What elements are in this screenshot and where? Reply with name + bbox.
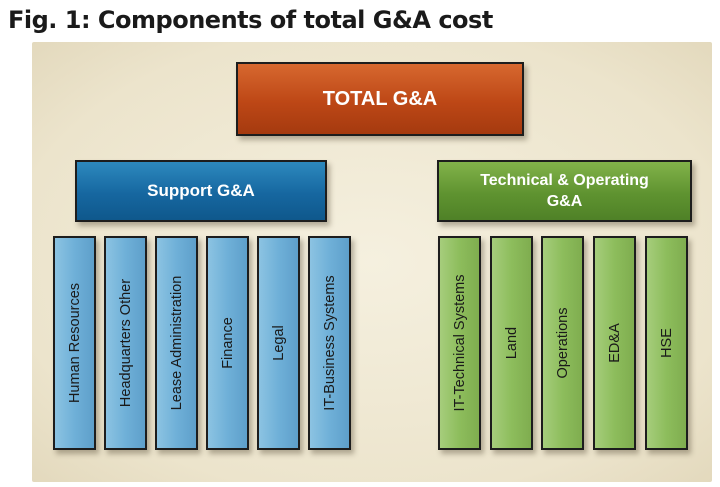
technical-item-label: IT-Technical Systems [451,274,468,412]
support-item-lease-administration: Lease Administration [155,236,198,450]
technical-item-label: HSE [658,328,675,358]
support-item-label: Human Resources [66,282,83,404]
support-item-legal: Legal [257,236,300,450]
technical-item-operations: Operations [541,236,584,450]
total-ga-label: TOTAL G&A [322,87,438,110]
support-item-it-business-systems: IT-Business Systems [308,236,351,450]
support-item-label: Legal [270,325,287,361]
support-item-finance: Finance [206,236,249,450]
total-ga-box: TOTAL G&A [236,62,524,136]
support-ga-box: Support G&A [75,160,327,222]
technical-item-label: Land [503,326,520,360]
support-item-label: IT-Business Systems [321,275,338,411]
technical-item-label: Operations [554,307,571,379]
support-item-label: Finance [219,317,236,369]
support-ga-label: Support G&A [147,181,255,200]
support-item-label: Headquarters Other [117,278,134,408]
support-item-headquarters-other: Headquarters Other [104,236,147,450]
support-item-human-resources: Human Resources [53,236,96,450]
technical-item-it-technical-systems: IT-Technical Systems [438,236,481,450]
technical-item-eda: ED&A [593,236,636,450]
technical-operating-ga-box: Technical & Operating G&A [437,160,692,222]
technical-item-land: Land [490,236,533,450]
technical-item-hse: HSE [645,236,688,450]
support-item-label: Lease Administration [168,275,185,411]
technical-item-label: ED&A [606,323,623,363]
figure-title: Fig. 1: Components of total G&A cost [8,6,493,34]
technical-operating-ga-label: Technical & Operating G&A [480,172,649,210]
